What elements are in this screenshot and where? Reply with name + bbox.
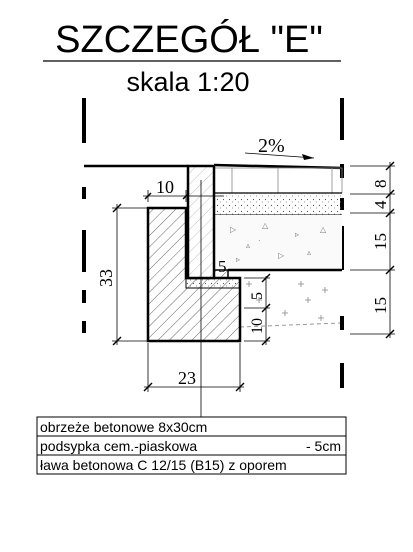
- dim-tick: [112, 203, 122, 213]
- dim-foundation-width: 23: [178, 368, 196, 388]
- svg-text:△: △: [262, 221, 269, 230]
- dim-total-height: 33: [96, 269, 116, 287]
- dim-gap-5: 5: [218, 257, 227, 276]
- dim-tick: [385, 329, 395, 339]
- dim-right-15b: 15: [371, 297, 390, 314]
- dim-tick: [385, 161, 395, 171]
- dim-tick: [143, 382, 153, 392]
- legend-row-2-label: podsypka cem.-piaskowa: [40, 438, 197, 454]
- page-title: SZCZEGÓŁ "E": [55, 18, 323, 61]
- curb-bedding: [185, 277, 241, 289]
- svg-text:▵: ▵: [246, 241, 250, 250]
- svg-text:·: ·: [258, 236, 261, 245]
- dim-right-15a: 15: [371, 233, 390, 250]
- svg-text:▵: ▵: [307, 248, 311, 257]
- dim-tick: [112, 336, 122, 346]
- legend-row-2-value: - 5cm: [306, 438, 341, 454]
- paving-surface: [213, 163, 345, 170]
- legend-row-3-label: ława betonowa C 12/15 (B15) z oporem: [40, 457, 287, 473]
- dim-tick: [144, 192, 152, 200]
- dim-tick: [261, 336, 271, 346]
- slope-arrow: [244, 152, 315, 159]
- foundation-support: [213, 269, 229, 279]
- dim-tick: [385, 265, 395, 275]
- svg-text:▹: ▹: [295, 230, 299, 239]
- dim-tick: [261, 303, 271, 313]
- dim-tick: [385, 208, 395, 218]
- subgrade-dashed: [239, 322, 341, 328]
- svg-text:▷: ▷: [230, 225, 237, 234]
- paving-blocks: [213, 167, 343, 194]
- dim-tick: [182, 192, 190, 200]
- bedding-layer: [214, 193, 342, 215]
- scale-label: skala 1:20: [126, 67, 249, 97]
- dim-tick: [385, 189, 395, 199]
- svg-text:▹: ▹: [236, 255, 240, 264]
- svg-text:▷: ▷: [278, 251, 285, 260]
- dim-tick: [261, 273, 271, 283]
- dim-side-10: 10: [249, 318, 266, 334]
- subgrade-layer: [246, 281, 328, 321]
- legend-row-1-label: obrzeże betonowe 8x30cm: [40, 419, 207, 435]
- svg-text:△: △: [320, 225, 327, 234]
- dim-side-5: 5: [249, 292, 266, 300]
- slope-arrow-head: [302, 154, 314, 160]
- dim-curb-width: 10: [156, 177, 174, 197]
- dim-right-4: 4: [371, 200, 390, 209]
- subbase-layer: ▷ △ ▹ ▵ △ ▷ ▵ ▹ ·: [214, 215, 342, 270]
- legend-table: obrzeże betonowe 8x30cm podsypka cem.-pi…: [36, 416, 347, 475]
- dim-right-8: 8: [371, 180, 390, 189]
- dim-tick: [235, 382, 245, 392]
- slope-label: 2%: [258, 135, 285, 157]
